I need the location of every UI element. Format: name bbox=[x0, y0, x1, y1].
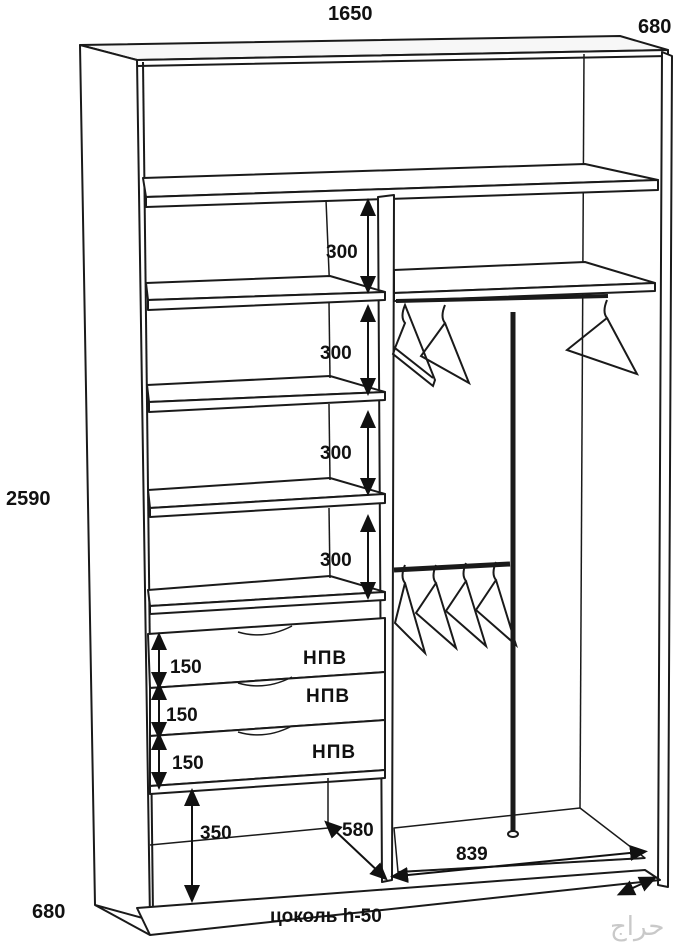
upper-rod bbox=[395, 294, 609, 303]
right-width-label: 839 bbox=[456, 844, 488, 865]
lower-rod bbox=[393, 561, 511, 573]
dimension-arrows bbox=[151, 198, 658, 903]
plinth-label: цоколь h-50 bbox=[270, 906, 382, 927]
watermark: حراج bbox=[610, 911, 664, 942]
shelf-gap-label: 300 bbox=[320, 443, 352, 464]
bottom-depth-label: 580 bbox=[342, 820, 374, 841]
right-floor bbox=[393, 807, 646, 873]
height-label: 2590 bbox=[6, 488, 51, 510]
drawer-tag: НПВ bbox=[303, 648, 347, 669]
drawers bbox=[147, 617, 386, 795]
left-side-panel bbox=[79, 44, 151, 921]
shelf-gap-label: 300 bbox=[320, 550, 352, 571]
drawer-height-label: 150 bbox=[172, 753, 204, 774]
total-width-label: 1650 bbox=[328, 3, 373, 25]
plinth bbox=[136, 869, 661, 936]
left-shelves bbox=[145, 275, 386, 615]
hangers bbox=[391, 299, 640, 657]
drawer-tag: НПВ bbox=[312, 742, 356, 763]
drawer-tag: НПВ bbox=[306, 686, 350, 707]
depth-top-label: 680 bbox=[638, 16, 671, 38]
depth-bottom-label: 680 bbox=[32, 901, 65, 923]
bottom-height-label: 350 bbox=[200, 823, 232, 844]
shelf-gap-label: 300 bbox=[320, 343, 352, 364]
drawer-height-label: 150 bbox=[166, 705, 198, 726]
drawer-height-label: 150 bbox=[170, 657, 202, 678]
shelf-gap-label: 300 bbox=[326, 242, 358, 263]
right-side-panel bbox=[657, 51, 673, 888]
